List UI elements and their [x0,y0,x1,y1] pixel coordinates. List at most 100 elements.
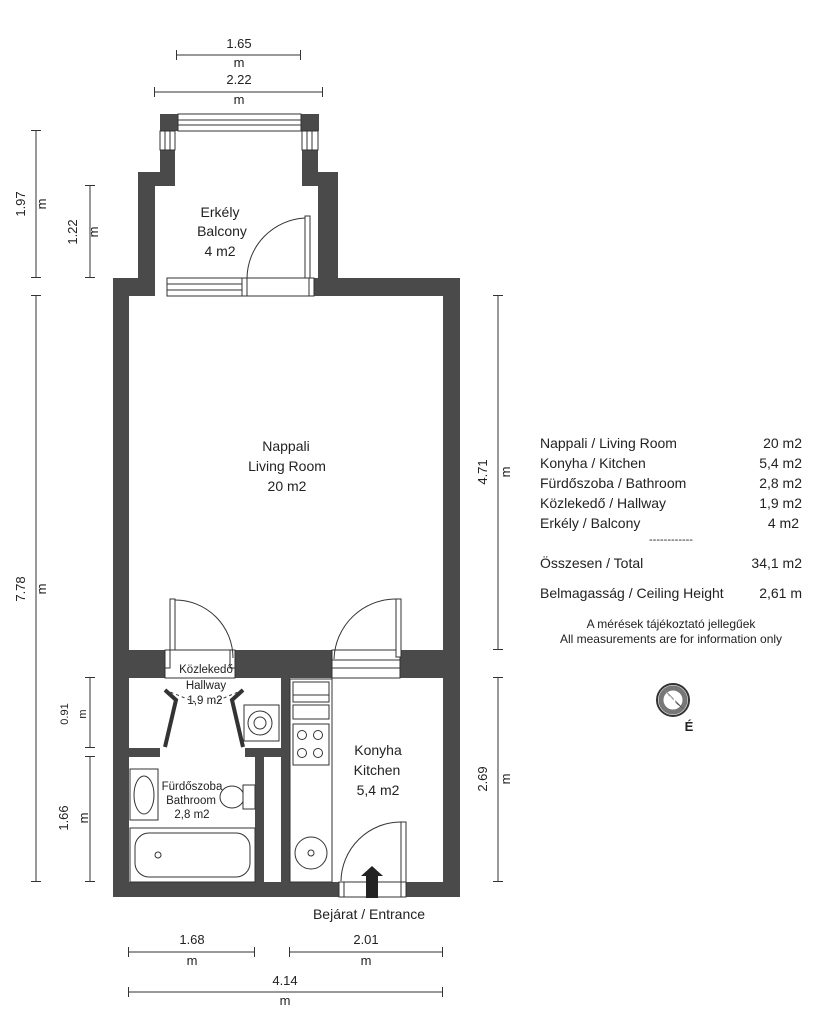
legend-name: Közlekedő / Hallway [540,495,667,511]
burner-1 [297,730,307,740]
door-bath-right [229,688,245,748]
outer-wall-left [113,278,129,897]
kitchen-shelf [292,704,330,720]
kitchen-label-line2: Kitchen [354,762,401,778]
bathroom-label-line1: Fürdőszoba [162,781,223,793]
walls [113,114,460,897]
legend-area: 4 m2 [767,515,799,531]
balcony-label-line2: Balcony [197,223,247,239]
dim-bottom-total-unit: m [280,993,291,1008]
dim-left-balcony-total-unit: m [34,199,49,210]
legend-row-hallway: Közlekedő / Hallway 1,9 m2 [540,493,802,513]
door-swing-entrance [340,821,402,882]
door-leaf-hallway [169,598,176,651]
door-bath-left [163,688,179,748]
legend-total-value: 34,1 m2 [751,555,802,571]
door-swing-kitchen [333,598,397,660]
legend-area: 20 m2 [763,435,802,451]
balcony-wall-top-left [160,114,178,131]
outer-wall-bottom-right [406,882,460,897]
dim-left-balcony-inner-value: 1.22 [65,219,80,244]
legend-row-bathroom: Fürdőszoba / Bathroom 2,8 m2 [540,473,802,493]
fixtures [129,678,333,883]
dim-left-bathroom-value: 1.66 [56,805,71,830]
legend-note-en: All measurements are for information onl… [559,632,783,646]
entrance-label: Bejárat / Entrance [313,906,425,922]
balcony-wall-left [138,150,175,278]
window-living-top [166,277,243,297]
dim-top-inner-value: 1.65 [226,36,251,51]
outer-wall-bottom-left [113,882,339,897]
dim-bottom-total-value: 4.14 [272,973,297,988]
bathroom-label-area: 2,8 m2 [174,809,209,821]
mid-wall-right [400,650,460,678]
dim-top-outer-unit: m [234,92,245,107]
dim-right-kitchen-value: 2.69 [475,766,490,791]
legend-total-row: Összesen / Total 34,1 m2 [540,553,802,573]
legend-name: Konyha / Kitchen [540,455,646,471]
door-leaf-balcony [304,215,311,279]
doors [163,215,407,898]
dim-left-hallway-value: 0.91 [59,703,71,724]
compass-direction-label: É [685,719,694,734]
balcony-label-line1: Erkély [201,204,240,220]
legend-name: Erkély / Balcony [540,515,641,531]
dim-left-balcony-total-value: 1.97 [13,191,28,216]
legend-area: 5,4 m2 [759,455,802,471]
compass-icon: N [656,683,690,717]
dim-bottom-right-unit: m [361,953,372,968]
outer-wall-top-right [314,278,460,296]
dim-bottom-left-unit: m [187,953,198,968]
hallway-label-area: 1,9 m2 [187,695,222,707]
dim-left-bathroom-unit: m [76,813,91,824]
legend-total-label: Összesen / Total [540,555,644,571]
fridge [292,681,330,703]
balcony-wall-right [302,150,338,278]
door-swing-hallway [174,599,234,659]
dim-left-balcony-inner-unit: m [86,227,101,238]
living-label-line2: Living Room [248,458,326,474]
area-legend: Nappali / Living Room 20 m2 Konyha / Kit… [540,433,802,647]
door-swing-balcony [246,217,306,279]
door-frame-balcony [241,277,315,297]
bath-wall-top [129,748,160,757]
legend-row-living: Nappali / Living Room 20 m2 [540,433,802,453]
legend-ceiling-value: 2,61 m [759,585,802,601]
dim-left-total-unit: m [34,584,49,595]
kitchen-label-area: 5,4 m2 [357,782,400,798]
corner-top-left [113,278,133,298]
dim-top-inner-unit: m [234,55,245,70]
legend-area: 2,8 m2 [759,475,802,491]
living-label-area: 20 m2 [268,478,307,494]
mid-wall-left [113,650,165,678]
burner-4 [313,748,323,758]
entrance-arrow-icon [361,866,383,898]
legend-separator: ------------ [649,534,693,546]
dim-bottom-left-value: 1.68 [179,932,204,947]
kitchen-label-line1: Konyha [354,742,402,758]
legend-row-kitchen: Konyha / Kitchen 5,4 m2 [540,453,802,473]
room-labels: Erkély Balcony 4 m2 Nappali Living Room … [162,204,426,922]
window-balcony-left-upper [159,130,176,151]
dim-right-living-unit: m [498,467,513,478]
bath-wall-right-top [245,748,290,757]
burner-2 [313,730,323,740]
legend-name: Fürdőszoba / Bathroom [540,475,687,491]
compass-letter: N [668,695,676,707]
window-balcony-right-upper [301,130,319,151]
window-balcony-top [177,113,302,132]
dim-right-kitchen-unit: m [498,774,513,785]
mid-wall-center [235,650,332,678]
outer-wall-right [443,278,460,897]
toilet [219,785,245,809]
hallway-label-line2: Hallway [186,680,227,692]
dim-top-outer-value: 2.22 [226,72,251,87]
legend-name: Nappali / Living Room [540,435,677,451]
stove [292,723,330,766]
dim-bottom-right-value: 2.01 [353,932,378,947]
burner-3 [297,748,307,758]
dim-left-total-value: 7.78 [13,576,28,601]
living-label-line1: Nappali [262,438,309,454]
legend-area: 1,9 m2 [759,495,802,511]
